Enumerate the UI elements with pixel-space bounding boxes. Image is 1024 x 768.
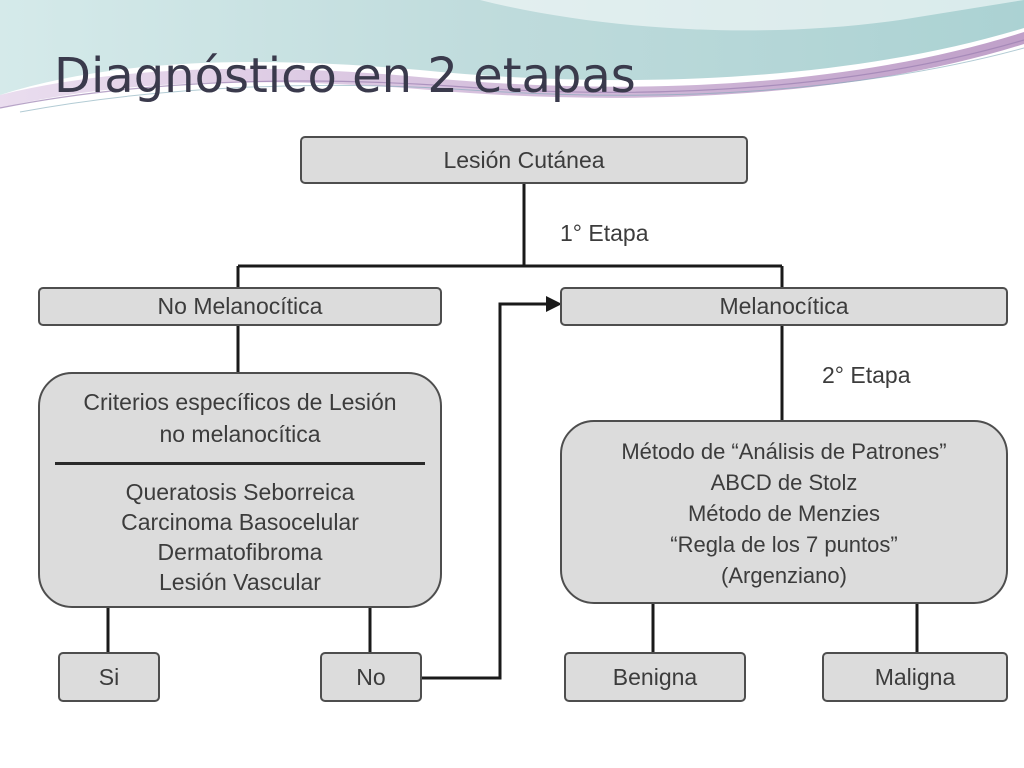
criteria-item: Lesión Vascular	[159, 569, 321, 595]
methods-box: Método de “Análisis de Patrones” ABCD de…	[560, 420, 1008, 604]
criteria-item: Carcinoma Basocelular	[121, 509, 359, 535]
yes-label: Si	[98, 663, 120, 690]
stage2-label: 2° Etapa	[822, 362, 911, 388]
criteria-heading: Criterios específicos de Lesión no melan…	[83, 386, 396, 450]
method-item: Método de “Análisis de Patrones”	[621, 439, 947, 464]
malignant-label: Maligna	[874, 663, 956, 690]
criteria-item: Queratosis Seborreica	[125, 479, 355, 505]
no-box: No	[320, 652, 422, 702]
methods-list: Método de “Análisis de Patrones” ABCD de…	[621, 436, 946, 591]
benign-box: Benigna	[564, 652, 746, 702]
connector-lines	[106, 182, 919, 680]
non-melanocytic-box: No Melanocítica	[38, 287, 442, 326]
method-item: “Regla de los 7 puntos”	[670, 532, 898, 557]
slide-title: Diagnóstico en 2 etapas	[54, 48, 636, 104]
root-lesion-label: Lesión Cutánea	[443, 146, 605, 173]
criteria-heading-line: Criterios específicos de Lesión	[83, 389, 397, 415]
flowchart: Lesión Cutánea 1° Etapa No Melanocítica …	[36, 132, 1012, 710]
criteria-list: Queratosis Seborreica Carcinoma Basocelu…	[121, 477, 359, 597]
stage1-label: 1° Etapa	[560, 220, 649, 246]
criteria-heading-line: no melanocítica	[159, 421, 321, 447]
criteria-divider	[55, 462, 425, 465]
method-item: Método de Menzies	[687, 501, 880, 526]
decorative-ribbon	[0, 0, 1024, 113]
benign-label: Benigna	[612, 663, 698, 690]
root-lesion-box: Lesión Cutánea	[300, 136, 748, 184]
melanocytic-label: Melanocítica	[719, 293, 849, 319]
method-item: ABCD de Stolz	[710, 470, 858, 495]
yes-box: Si	[58, 652, 160, 702]
method-item: (Argenziano)	[721, 563, 847, 588]
non-melanocytic-label: No Melanocítica	[157, 293, 323, 319]
melanocytic-box: Melanocítica	[560, 287, 1008, 326]
malignant-box: Maligna	[822, 652, 1008, 702]
connector-no-to-melanocytic	[422, 302, 548, 680]
criteria-box: Criterios específicos de Lesión no melan…	[38, 372, 442, 608]
criteria-item: Dermatofibroma	[157, 539, 323, 565]
no-label: No	[356, 663, 386, 690]
arrowhead-melanocytic	[546, 296, 562, 312]
